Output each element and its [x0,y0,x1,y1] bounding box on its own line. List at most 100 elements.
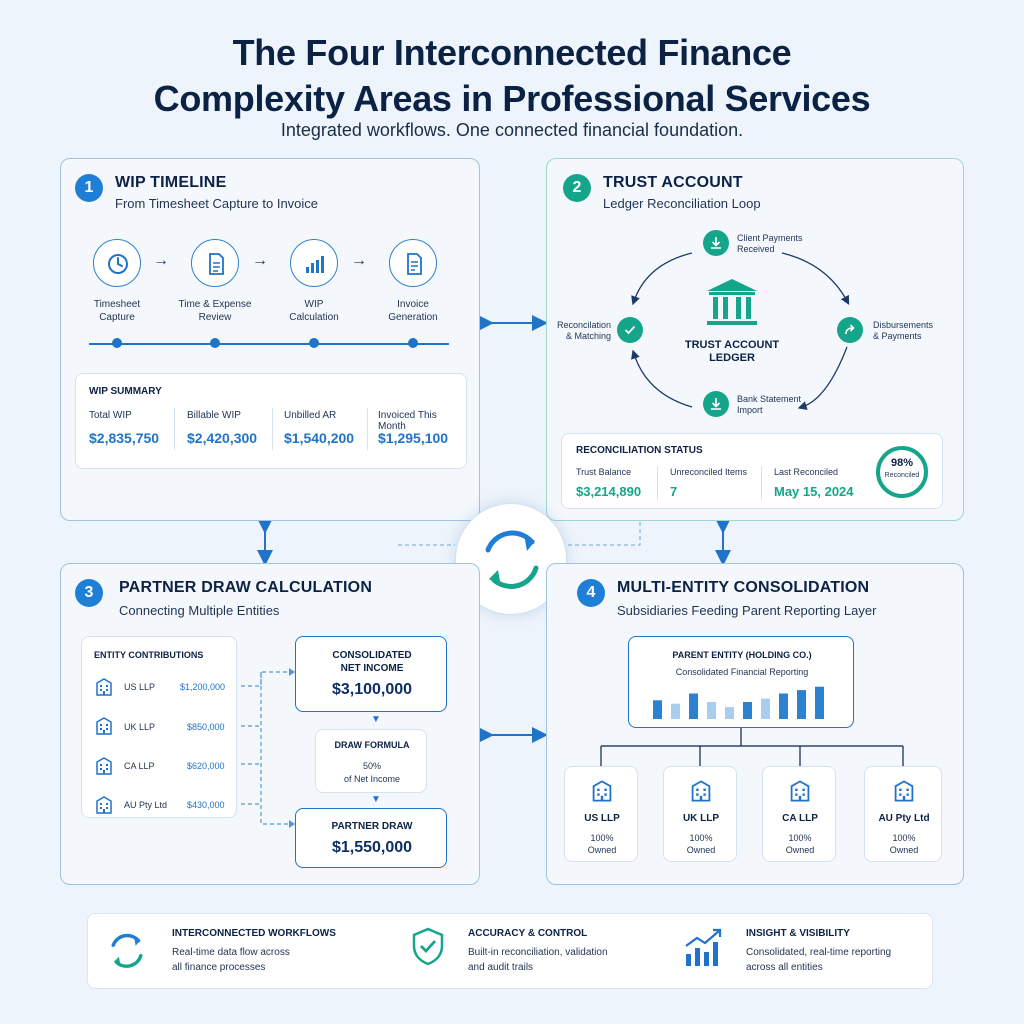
benefit-title: INTERCONNECTED WORKFLOWS [172,928,336,939]
benefit-text: Real-time data flow across all finance pr… [172,945,290,975]
title-line-1: The Four Interconnected Finance [232,32,792,73]
metric-value: $2,420,300 [187,430,258,446]
parent-subtitle: Consolidated Financial Reporting [675,667,809,677]
building-icon [96,796,112,814]
metric-value: $3,214,890 [576,484,642,499]
page-subtitle: Integrated workflows. One connected fina… [280,120,744,140]
subsidiary-name: AU Pty Ltd [878,813,930,824]
panel-subtitle: Connecting Multiple Entities [119,603,280,618]
timeline-dot [210,338,220,348]
arrow-down-icon: ▼ [371,794,381,805]
panel-title: MULTI-ENTITY CONSOLIDATION [617,579,870,596]
subsidiary-owned: Owned [686,845,716,855]
node-line: Client Payments [737,233,803,243]
metric-label: Trust Balance [576,467,632,477]
reconciled-gauge [876,446,928,498]
arrow-down-icon: ▼ [371,714,381,725]
panel-subtitle: Subsidiaries Feeding Parent Reporting La… [617,603,877,618]
metric-label: Unreconciled Items [670,467,748,477]
entity-name: AU Pty Ltd [124,800,168,810]
metric-value: 7 [670,484,678,499]
step-line: Review [198,312,232,323]
growth-chart-icon [685,928,722,966]
benefit-title: INSIGHT & VISIBILITY [746,928,850,939]
subsidiary-card: AU Pty Ltd 100% Owned [864,766,942,862]
benefit-line: Real-time data flow across [172,947,290,958]
consolidation-panel: 4 MULTI-ENTITY CONSOLIDATION Subsidiarie… [546,563,964,885]
metric-label: Total WIP [89,410,132,421]
divider [657,466,658,500]
subsidiary-pct: 100% [788,833,812,843]
clock-icon [93,239,141,287]
panel-number-badge: 4 [577,579,605,607]
building-icon [592,780,612,802]
step-line: Calculation [289,312,339,323]
parent-bar [815,686,824,719]
net-income-value: $3,100,000 [331,681,413,698]
step-line: Timesheet [93,299,141,310]
bank-building-icon [707,279,757,325]
title-line-2: Complexity Areas in Professional Service… [153,78,871,119]
parent-bar [707,702,716,719]
metric-value: $1,295,100 [378,430,449,446]
subsidiary-card: UK LLP 100% Owned [663,766,737,862]
building-icon [96,757,112,775]
benefit-line: Consolidated, real-time reporting [746,947,892,958]
subsidiary-name: UK LLP [682,813,720,824]
entity-value: $620,000 [187,761,225,771]
summary-title: WIP SUMMARY [89,386,162,397]
net-income-line: CONSOLIDATED [332,650,412,661]
entity-contributions-card: ENTITY CONTRIBUTIONS US LLP $1,200,000 U… [81,636,237,818]
contribution-flow-lines [241,668,295,828]
contrib-title: ENTITY CONTRIBUTIONS [94,650,204,660]
parent-entity-box: PARENT ENTITY (HOLDING CO.) Consolidated… [628,636,854,728]
subsidiary-name: US LLP [584,813,620,824]
wip-summary-card: WIP SUMMARY Total WIP $2,835,750 Billabl… [75,373,467,469]
parent-bar [761,698,770,719]
benefits-footer: INTERCONNECTED WORKFLOWS Real-time data … [87,913,933,989]
subsidiary-owned: Owned [785,845,815,855]
parent-bar-chart [653,686,824,719]
entity-name: CA LLP [124,761,155,771]
metric-label: Billable WIP [187,410,241,421]
step-line: Invoice [397,299,429,310]
divider [761,466,762,500]
net-income-line: NET INCOME [340,663,404,674]
parent-bar [689,693,698,719]
panel-number-badge: 2 [563,174,591,202]
subsidiary-card: CA LLP 100% Owned [762,766,836,862]
benefit-line: across all entities [746,962,823,973]
divider [367,408,368,450]
invoice-icon [389,239,437,287]
entity-value: $1,200,000 [180,682,226,692]
benefit-title: ACCURACY & CONTROL [468,928,588,939]
page-title: The Four Interconnected Finance Complexi… [0,30,1024,122]
building-icon [96,678,112,696]
entity-name: UK LLP [124,722,156,732]
shield-check-icon [412,927,444,966]
subsidiary-card: US LLP 100% Owned [564,766,638,862]
building-icon [96,717,112,735]
entity-name: US LLP [124,682,156,692]
subsidiary-name: CA LLP [782,813,818,824]
divider [272,408,273,450]
timeline-line [89,343,449,345]
building-icon [894,780,914,802]
entity-value: $430,000 [187,800,225,810]
panel-subtitle: Ledger Reconciliation Loop [603,196,761,211]
gauge-label: Reconciled [884,472,920,479]
partner-draw-panel: 3 PARTNER DRAW CALCULATION Connecting Mu… [60,563,480,885]
subsidiary-pct: 100% [590,833,614,843]
formula-title: DRAW FORMULA [334,740,410,750]
benefit-line: all finance processes [172,962,266,973]
reconciliation-loop-arrows [631,252,850,410]
draw-value: $1,550,000 [331,839,413,856]
panel-title: WIP TIMELINE [115,174,227,191]
gauge-value: 98% [890,457,914,469]
